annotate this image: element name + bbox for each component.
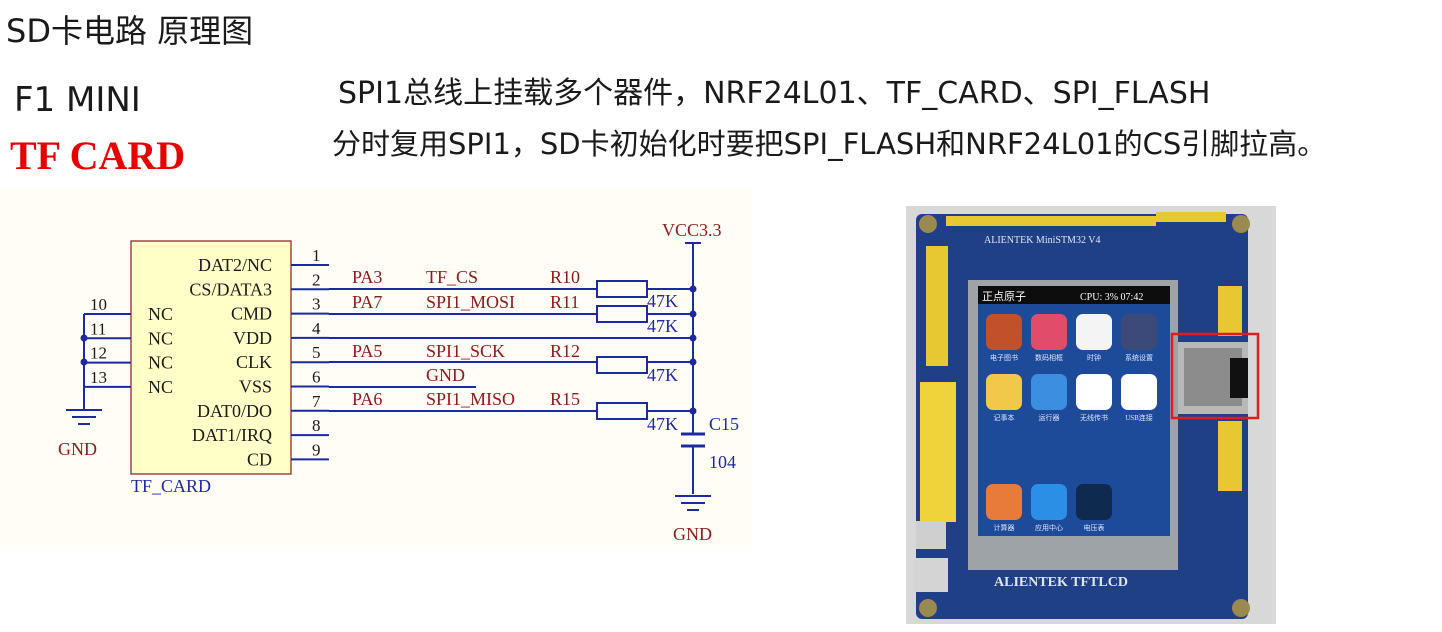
left-pin-label: NC	[148, 328, 173, 348]
right-pin-group: 1 DAT2/NC 2 CS/DATA3 3 CMD 4 VDD 5 CLK 6 VSS 7 DAT0/D…	[189, 246, 329, 469]
right-pin-number: 8	[312, 416, 321, 435]
app-icon	[1031, 314, 1067, 350]
net-pa6	[329, 402, 693, 420]
left-pin-number: 11	[90, 319, 106, 338]
board-photo: ALIENTEK MiniSTM32 V4 正点原子 CPU: 3% 07:42…	[906, 206, 1276, 624]
value-r10: 47K	[647, 291, 678, 311]
port-pa6: PA6	[352, 389, 382, 409]
signal-gnd: GND	[426, 365, 465, 385]
tf-card-schematic: TF_CARD 1 DAT2/NC 2 CS/DATA3 3 CMD 4 VDD 5 CLK 6 VS…	[58, 220, 739, 544]
right-pin-number: 5	[312, 343, 321, 362]
tf-card-ic-body	[130, 240, 292, 475]
right-pin-label: CLK	[236, 352, 272, 372]
right-pin-number: 1	[312, 246, 321, 265]
signal-spi1-mosi: SPI1_MOSI	[426, 292, 515, 312]
left-pin-label: NC	[148, 377, 173, 397]
value-r11: 47K	[647, 316, 678, 336]
app-label: 电子图书	[990, 353, 1018, 362]
app-label: 电压表	[1084, 523, 1105, 532]
right-pin-number: 3	[312, 295, 321, 314]
value-r15: 47K	[647, 414, 678, 434]
gnd-label-right: GND	[673, 524, 712, 544]
board-label-top: ALIENTEK MiniSTM32 V4	[984, 235, 1100, 246]
app-icon	[1031, 484, 1067, 520]
junction-dots	[80, 285, 697, 415]
left-pin-label: NC	[148, 304, 173, 324]
app-label: 系统设置	[1125, 353, 1153, 362]
port-pa3: PA3	[352, 267, 382, 287]
vcc-label: VCC3.3	[662, 220, 722, 240]
right-pin-label: VSS	[239, 377, 272, 397]
signal-spi1-miso: SPI1_MISO	[426, 389, 515, 409]
app-icon	[1076, 484, 1112, 520]
resistor-r11: R11	[550, 292, 579, 312]
app-icon	[986, 374, 1022, 410]
component-name: TF_CARD	[131, 476, 211, 496]
right-pin-label: CMD	[231, 304, 272, 324]
left-pin-number: 10	[90, 295, 107, 314]
app-icon	[1031, 374, 1067, 410]
app-icon	[1076, 374, 1112, 410]
app-label: 计算器	[994, 523, 1015, 532]
app-label: 时钟	[1087, 353, 1101, 362]
right-pin-number: 6	[312, 368, 321, 387]
board-name: F1 MINI	[14, 80, 141, 120]
board-label-bottom: ALIENTEK TFTLCD	[994, 575, 1128, 590]
left-pin-number: 13	[90, 368, 107, 387]
slide-title: SD卡电路 原理图	[6, 12, 254, 50]
value-r12: 47K	[647, 365, 678, 385]
app-icon	[986, 314, 1022, 350]
resistor-r10: R10	[550, 267, 580, 287]
description-line-2: 分时复用SPI1，SD卡初始化时要把SPI_FLASH和NRF24L01的CS引…	[332, 127, 1327, 161]
app-label: 数码相框	[1035, 353, 1063, 362]
left-pin-label: NC	[148, 353, 173, 373]
right-pin-label: CS/DATA3	[189, 279, 272, 299]
resistor-r15: R15	[550, 389, 580, 409]
right-pin-label: DAT2/NC	[198, 255, 272, 275]
port-pa5: PA5	[352, 341, 382, 361]
signal-spi1-sck: SPI1_SCK	[426, 341, 505, 361]
board-photo-drawing: ALIENTEK MiniSTM32 V4 正点原子 CPU: 3% 07:42…	[906, 206, 1276, 624]
screen-status-left: 正点原子	[982, 290, 1026, 303]
left-pin-number: 12	[90, 344, 107, 363]
app-label: 无线传书	[1080, 413, 1108, 422]
app-label: USB连接	[1125, 413, 1153, 422]
right-pin-label: CD	[247, 449, 272, 469]
right-pin-label: VDD	[233, 328, 272, 348]
app-label: 记事本	[994, 413, 1015, 422]
right-gnd-symbol	[675, 495, 711, 511]
net-pa3	[329, 280, 693, 298]
capacitor-ref: C15	[709, 414, 739, 434]
right-pin-number: 2	[312, 270, 321, 289]
module-name: TF CARD	[10, 133, 186, 178]
net-pa7	[329, 305, 693, 323]
app-label: 应用中心	[1035, 523, 1063, 532]
right-pin-number: 9	[312, 440, 321, 459]
right-pin-number: 4	[312, 319, 321, 338]
app-icon	[986, 484, 1022, 520]
right-pin-label: DAT1/IRQ	[192, 425, 272, 445]
sd-slot-highlight	[1170, 332, 1260, 420]
right-pin-number: 7	[312, 392, 321, 411]
app-label: 运行器	[1039, 413, 1060, 422]
capacitor-c15	[681, 432, 705, 494]
description-line-1: SPI1总线上挂载多个器件，NRF24L01、TF_CARD、SPI_FLASH	[338, 76, 1211, 111]
app-icon	[1076, 314, 1112, 350]
app-icon	[1121, 374, 1157, 410]
net-pa5	[329, 356, 693, 374]
resistor-r12: R12	[550, 341, 580, 361]
left-gnd-symbol	[66, 409, 102, 425]
app-icon	[1121, 314, 1157, 350]
screen-status-right: CPU: 3% 07:42	[1080, 292, 1143, 303]
signal-tf-cs: TF_CS	[426, 267, 478, 287]
port-pa7: PA7	[352, 292, 382, 312]
capacitor-value: 104	[709, 452, 736, 472]
gnd-label-left: GND	[58, 439, 97, 459]
right-pin-label: DAT0/DO	[197, 401, 272, 421]
